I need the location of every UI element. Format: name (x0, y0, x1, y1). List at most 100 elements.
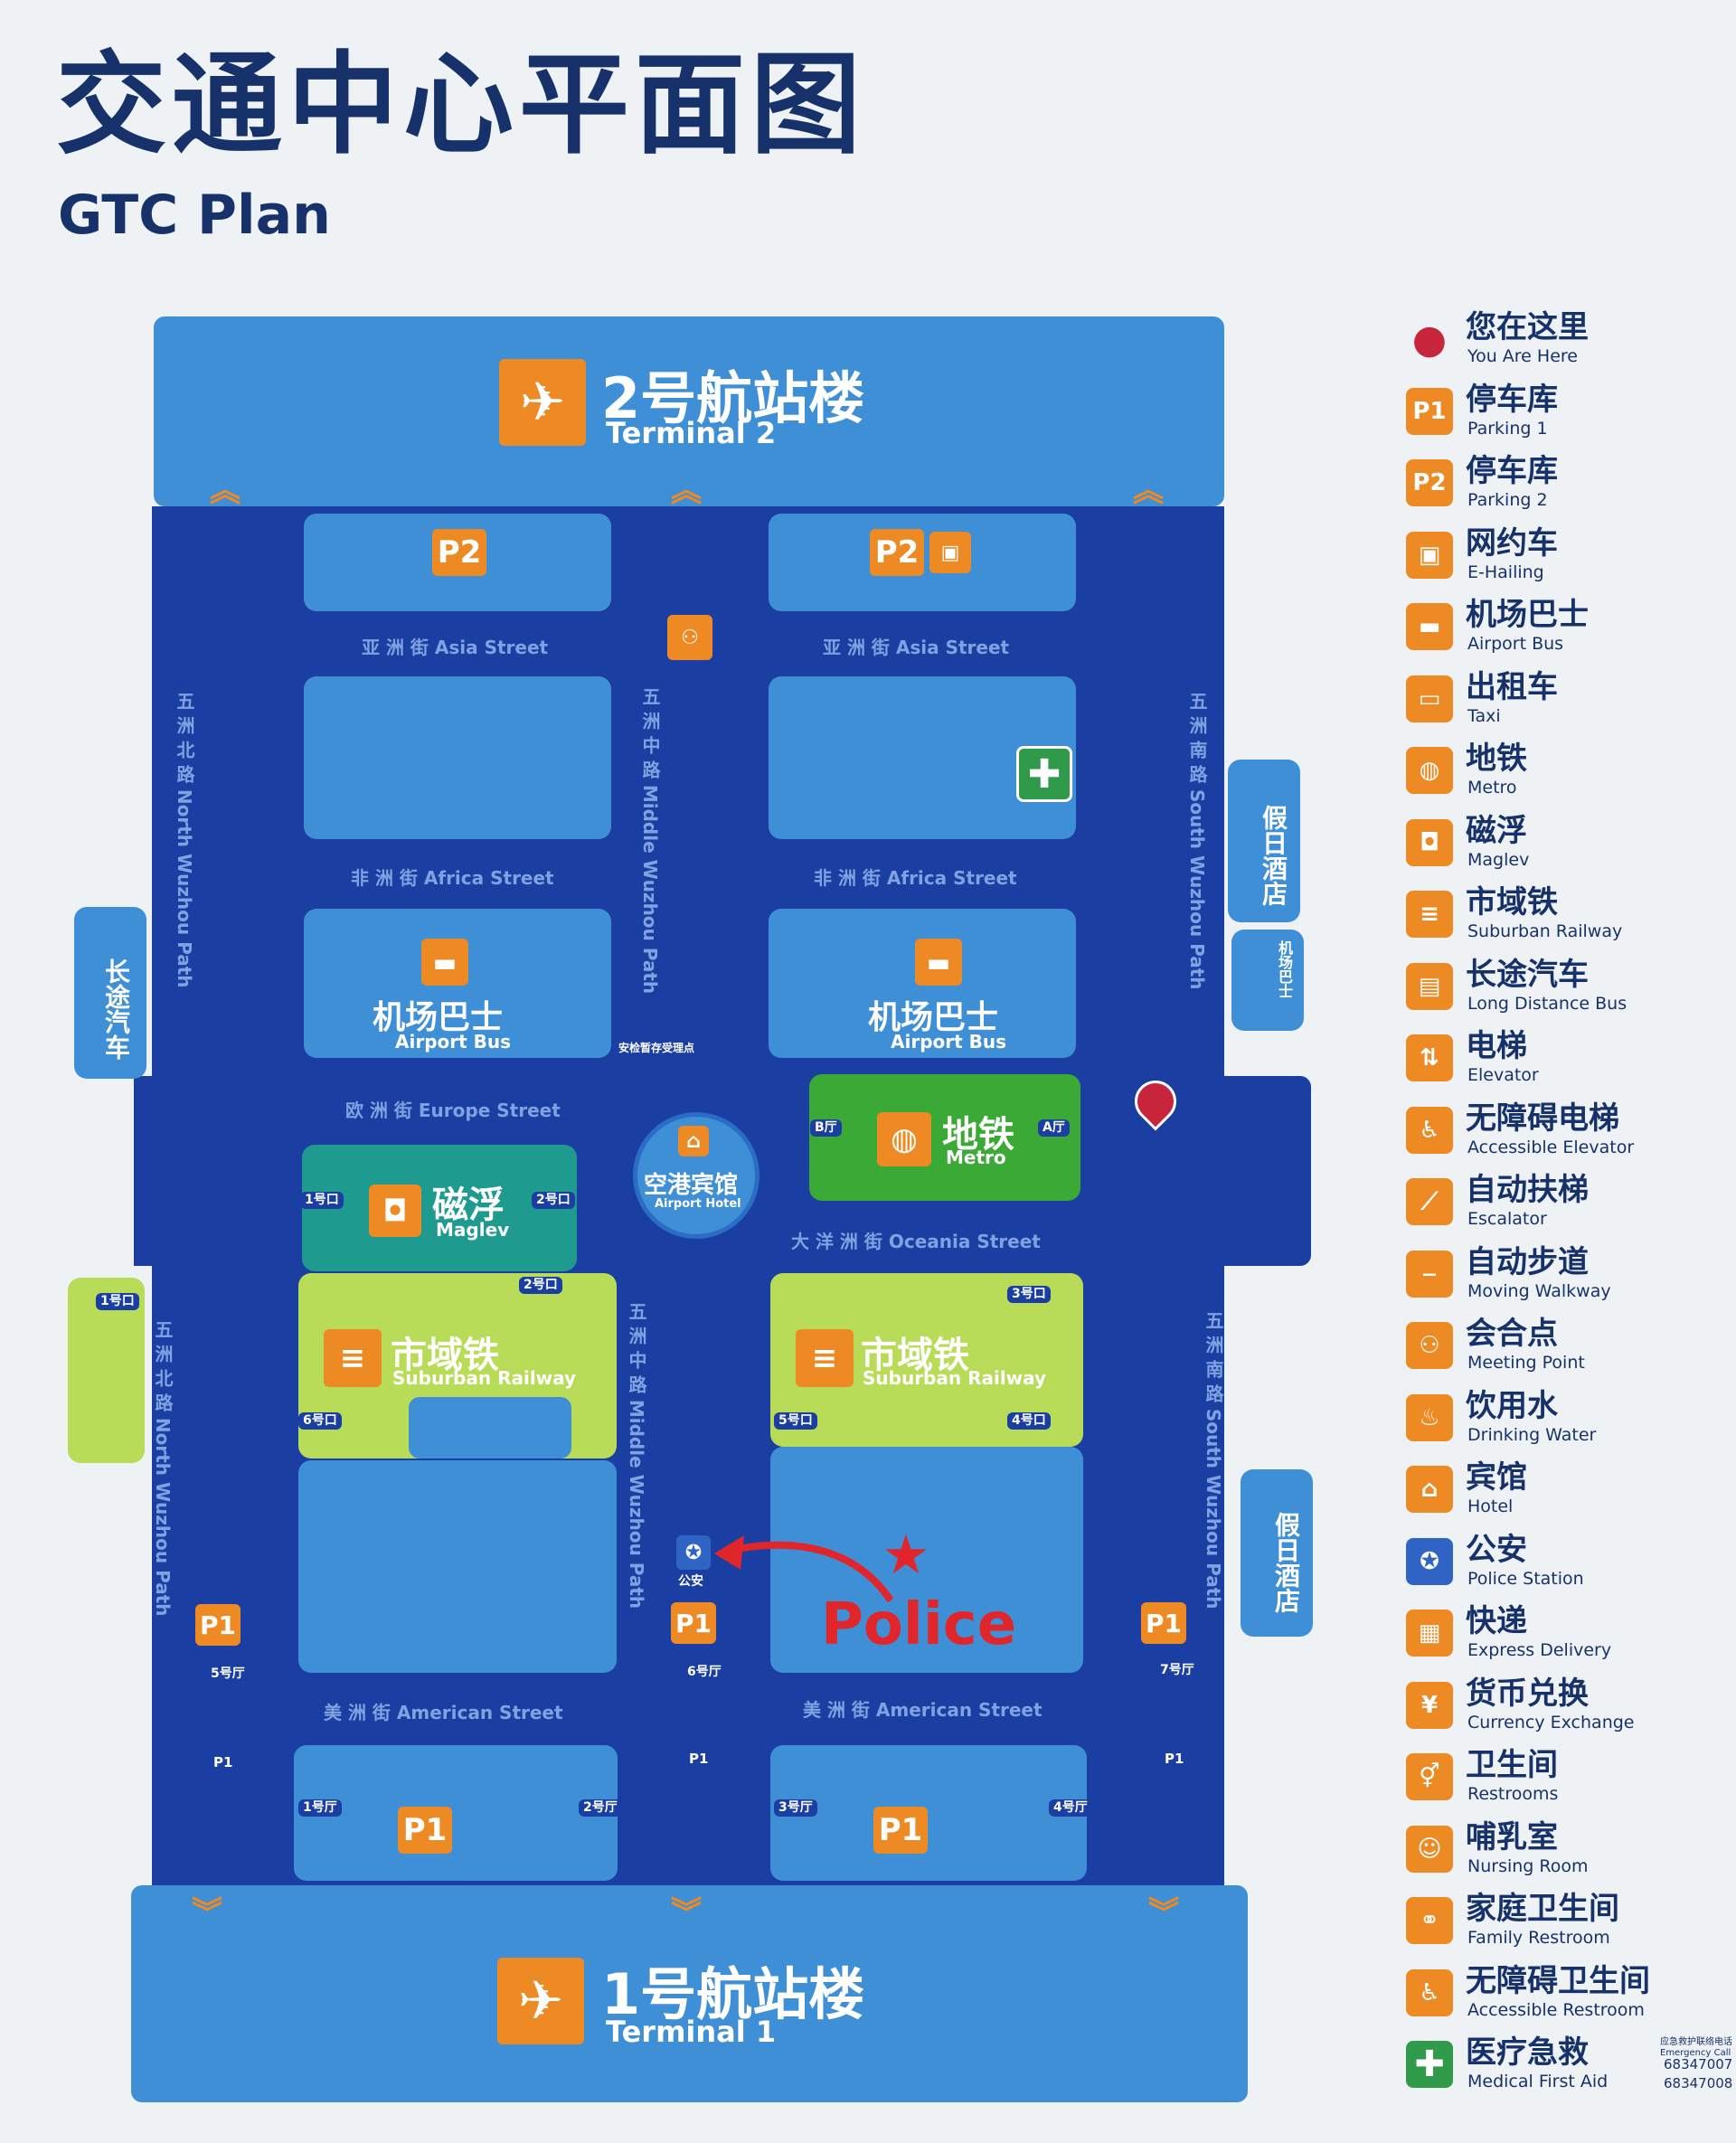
airport-bus-label-en: Airport Bus (891, 1031, 1007, 1053)
parking-1-icon: P1 (1406, 387, 1453, 435)
block-suburban-west-notch (409, 1397, 571, 1459)
legend-label-zh: 无障碍卫生间 (1466, 1962, 1650, 1999)
police-station-small-label: 公安 (678, 1574, 703, 1589)
long-distance-bus-label: 长途汽车 (101, 958, 131, 1060)
chevron-down-icon: ︾ (1148, 1895, 1179, 1931)
storage-counter-label: 安检暂存受理点 (618, 1042, 695, 1054)
parking-1-east[interactable] (770, 1745, 1087, 1881)
legend-label-zh: 公安 (1466, 1531, 1527, 1568)
p1-badge: P1 (1141, 1602, 1186, 1644)
hall-3-tag: 3号厅 (774, 1799, 817, 1817)
nursing-room-icon: ☺ (1406, 1825, 1453, 1873)
legend-label-zh: 停车库 (1466, 453, 1558, 489)
gate-2-tag: 2号口 (519, 1277, 562, 1294)
legend-label-en: Moving Walkway (1467, 1280, 1611, 1301)
airplane-icon: ✈ (499, 359, 586, 446)
star-icon: ★ (882, 1524, 930, 1587)
suburban-label-en: Suburban Railway (863, 1367, 1047, 1389)
legend-label-en: Parking 1 (1467, 418, 1548, 439)
hall-2-tag: 2号厅 (579, 1799, 622, 1817)
block-lower-east[interactable] (770, 1447, 1083, 1673)
street-south-wuzhou-bottom: 五 洲 南 路 South Wuzhou Path (1203, 1311, 1224, 1610)
accessible-elevator-icon: ♿ (1406, 1106, 1453, 1154)
airport-bus-icon: ▬ (915, 939, 962, 986)
chevron-down-icon: ︾ (671, 1895, 702, 1931)
metro-label-en: Metro (946, 1147, 1006, 1168)
legend-label-en: Accessible Restroom (1467, 1999, 1645, 2020)
suburban-railway-icon: ≡ (1406, 891, 1453, 938)
p1-small-label: P1 (1165, 1751, 1184, 1767)
legend-label-zh: 磁浮 (1466, 812, 1527, 849)
chevron-up-icon: ︽ (210, 473, 241, 509)
airport-hotel-label: 空港宾馆 (644, 1172, 739, 1199)
maglev-gate-2: 2号口 (532, 1192, 575, 1209)
gate-3-tag: 3号口 (1007, 1286, 1051, 1303)
terminal-2-name: 2号航站楼 (601, 365, 865, 431)
legend-label-en: Meeting Point (1467, 1353, 1585, 1373)
street-africa-west: 非 洲 街 Africa Street (351, 867, 554, 889)
maglev-station[interactable] (302, 1145, 577, 1271)
elevator-icon: ⇅ (1406, 1034, 1453, 1081)
maglev-label: 磁浮 (432, 1185, 505, 1226)
terminal-1-banner[interactable] (131, 1885, 1248, 2102)
maglev-icon: ◘ (369, 1185, 421, 1237)
legend-label-zh: 哺乳室 (1466, 1818, 1558, 1855)
legend-label-zh: 会合点 (1466, 1316, 1558, 1352)
gate-6-tag: 6号口 (298, 1412, 342, 1430)
legend-label-en: Suburban Railway (1467, 921, 1623, 941)
p2-badge: P2 (432, 529, 486, 576)
legend-label-zh: 您在这里 (1466, 309, 1589, 345)
p2-badge: P2 (870, 529, 924, 576)
express-delivery-icon: ▦ (1406, 1610, 1453, 1657)
suburban-label-en: Suburban Railway (392, 1367, 577, 1389)
block-row2-west[interactable] (304, 676, 611, 839)
terminal-2-banner[interactable] (154, 316, 1224, 506)
hall-6-tag: 6号厅 (683, 1664, 726, 1681)
suburban-label: 市域铁 (391, 1335, 499, 1376)
legend-label-zh: 电梯 (1466, 1028, 1527, 1064)
airplane-icon: ✈ (497, 1958, 584, 2044)
drinking-water-icon: ♨ (1406, 1393, 1453, 1441)
chevron-up-icon: ︽ (1133, 473, 1164, 509)
block-lower-west[interactable] (298, 1460, 617, 1673)
emergency-call-label: 应急救护联络电话 Emergency Call (1660, 2037, 1732, 2058)
legend-label-en: Express Delivery (1467, 1640, 1612, 1660)
holiday-inn-north[interactable] (1228, 760, 1300, 922)
legend-label-en: Taxi (1467, 705, 1501, 726)
p1-small-label: P1 (689, 1751, 709, 1767)
legend-label-zh: 饮用水 (1466, 1387, 1558, 1424)
legend-label-en: Police Station (1467, 1568, 1584, 1589)
legend-label-en: Parking 2 (1467, 490, 1548, 510)
airport-hotel-label-en: Airport Hotel (655, 1197, 741, 1211)
legend-label-zh: 卫生间 (1466, 1747, 1558, 1783)
street-middle-wuzhou-top: 五 洲 中 路 Middle Wuzhou Path (639, 687, 661, 995)
police-station-icon: ✪ (1406, 1537, 1453, 1585)
legend-label-en: Metro (1467, 778, 1517, 798)
road-extension-right (1221, 1076, 1311, 1266)
legend-label-en: Drinking Water (1467, 1424, 1597, 1445)
taxi-icon: ▭ (1406, 675, 1453, 722)
moving-walkway-icon: ⎯ (1406, 1250, 1453, 1298)
parking-1-west[interactable] (294, 1745, 618, 1881)
gate-4-tag: 4号口 (1007, 1412, 1051, 1430)
street-asia-east: 亚 洲 街 Asia Street (823, 637, 1010, 658)
legend-label-en: Medical First Aid (1467, 2072, 1609, 2091)
legend-label-zh: 长途汽车 (1466, 956, 1589, 993)
metro-station[interactable] (809, 1074, 1080, 1201)
emergency-phone-1: 68347007 (1664, 2056, 1733, 2072)
p1-small-label: P1 (213, 1754, 233, 1770)
long-distance-bus-icon: ▤ (1406, 962, 1453, 1010)
long-distance-bus-station[interactable] (74, 907, 146, 1079)
airport-bus-side-label: 机场巴士 (1276, 940, 1293, 998)
airport-bus-side-block[interactable] (1231, 930, 1304, 1031)
holiday-inn-south[interactable] (1241, 1469, 1313, 1637)
legend-label-en: Long Distance Bus (1467, 993, 1628, 1014)
currency-exchange-icon: ¥ (1406, 1681, 1453, 1729)
legend-label-en: Family Restroom (1467, 1928, 1610, 1948)
legend-label-zh: 停车库 (1466, 381, 1558, 418)
hall-b-tag: B厅 (810, 1119, 842, 1137)
legend-label-zh: 家庭卫生间 (1466, 1891, 1619, 1927)
legend-label-zh: 医疗急救 (1466, 2034, 1589, 2071)
police-annotation: Police (821, 1591, 1017, 1658)
